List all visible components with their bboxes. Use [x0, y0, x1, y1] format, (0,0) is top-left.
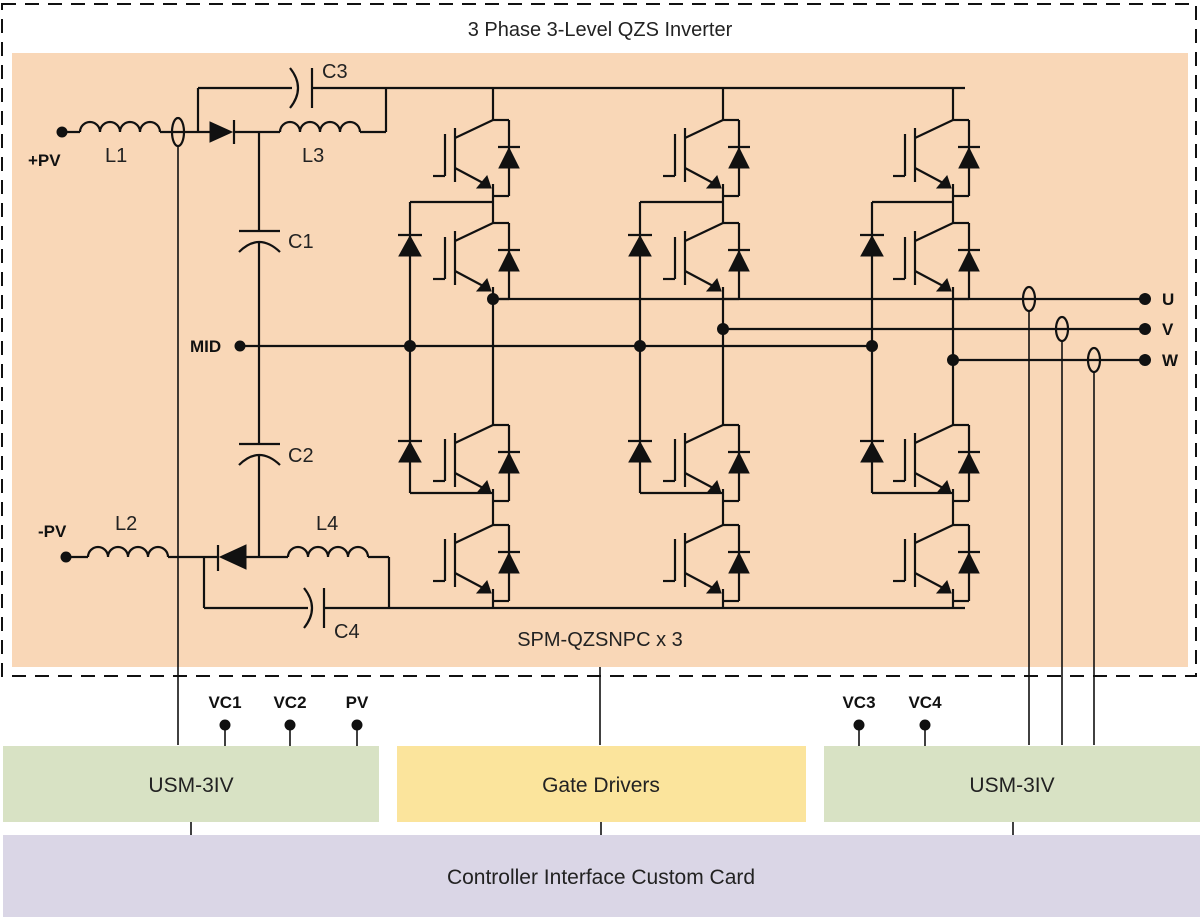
igbt-switch	[893, 203, 980, 303]
igbt-switch	[433, 100, 520, 200]
c4-label: C4	[334, 621, 360, 643]
sense-label-vc2: VC2	[273, 693, 306, 712]
c1-label: C1	[288, 231, 314, 253]
igbt-switch	[893, 405, 980, 505]
diode-icon	[728, 249, 750, 272]
diode-icon	[498, 451, 520, 474]
emitter-arrow-icon	[475, 579, 492, 594]
clamp-diode-icon	[398, 440, 422, 463]
usm-left-block[interactable]	[3, 746, 379, 822]
mid-junction	[634, 340, 646, 352]
diode-icon	[958, 249, 980, 272]
l3-label: L3	[302, 145, 324, 167]
outputs: UVW	[493, 285, 1179, 745]
diode-d1	[209, 121, 234, 143]
emitter-arrow-icon	[705, 277, 722, 292]
sense-label-vc3: VC3	[842, 693, 875, 712]
igbt-switch	[433, 405, 520, 505]
output-terminal-w	[1139, 354, 1151, 366]
gate-drivers-block[interactable]	[397, 746, 806, 822]
inductor-l1	[78, 120, 162, 133]
diode-icon	[498, 249, 520, 272]
output-terminal-v	[1139, 323, 1151, 335]
output-w: W	[953, 346, 1179, 745]
diode-icon	[958, 551, 980, 574]
output-label-u: U	[1162, 290, 1174, 309]
controller-label: Controller Interface Custom Card	[447, 866, 755, 889]
emitter-arrow-icon	[705, 579, 722, 594]
usm-left-label: USM-3IV	[148, 774, 233, 797]
phase-leg-3	[860, 88, 980, 608]
inductor-l3	[278, 120, 362, 133]
mid-label: MID	[190, 337, 221, 356]
sense-label-pv: PV	[346, 693, 369, 712]
c2-label: C2	[288, 445, 314, 467]
gate-drivers-label: Gate Drivers	[542, 774, 660, 797]
outer-dashed-boundary	[1, 3, 1197, 677]
igbt-switch	[433, 505, 520, 605]
output-terminal-u	[1139, 293, 1151, 305]
igbt-switch	[663, 405, 750, 505]
diode-icon	[498, 551, 520, 574]
clamp-diode-icon	[628, 234, 652, 257]
pos-pv-label: +PV	[28, 151, 61, 170]
emitter-arrow-icon	[475, 277, 492, 292]
output-u: U	[493, 285, 1174, 745]
module-label: SPM-QZSNPC x 3	[517, 629, 683, 651]
igbt-switch	[433, 203, 520, 303]
phase-leg-2	[628, 88, 750, 608]
emitter-arrow-icon	[935, 579, 952, 594]
qzs-top: +PV L1 C3 L3 C1 C2	[28, 61, 965, 745]
sense-label-vc4: VC4	[908, 693, 942, 712]
l1-label: L1	[105, 145, 127, 167]
mid-junction	[404, 340, 416, 352]
emitter-arrow-icon	[705, 174, 722, 189]
igbt-switch	[663, 505, 750, 605]
emitter-arrow-icon	[935, 277, 952, 292]
diode-icon	[958, 146, 980, 169]
clamp-diode-icon	[628, 440, 652, 463]
l2-label: L2	[115, 513, 137, 535]
inductor-l4	[286, 545, 370, 558]
inverter-legs	[398, 88, 980, 608]
clamp-diode-icon	[860, 440, 884, 463]
qzs-bottom: -PV L2 L4 C4	[38, 513, 965, 643]
diode-icon	[728, 551, 750, 574]
sense-label-vc1: VC1	[208, 693, 241, 712]
emitter-arrow-icon	[935, 174, 952, 189]
output-label-v: V	[1162, 320, 1174, 339]
diode-icon	[958, 451, 980, 474]
diode-icon	[498, 146, 520, 169]
capacitor-c4	[303, 587, 314, 629]
controller-block[interactable]	[3, 835, 1200, 917]
clamp-diode-icon	[860, 234, 884, 257]
igbt-switch	[663, 100, 750, 200]
l4-label: L4	[316, 513, 338, 535]
mid-junction	[866, 340, 878, 352]
c3-label: C3	[322, 61, 348, 83]
sense-points: VC1 VC2 PV VC3 VC4	[208, 693, 942, 746]
phase-leg-1	[398, 88, 520, 608]
igbt-switch	[893, 505, 980, 605]
diode-icon	[728, 451, 750, 474]
emitter-arrow-icon	[475, 174, 492, 189]
inverter-title: 3 Phase 3-Level QZS Inverter	[468, 19, 733, 41]
usm-right-label: USM-3IV	[969, 774, 1054, 797]
diode-icon	[728, 146, 750, 169]
clamp-diode-icon	[398, 234, 422, 257]
bottom-blocks: USM-3IV Gate Drivers USM-3IV Controller …	[3, 667, 1200, 917]
usm-right-block[interactable]	[824, 746, 1200, 822]
capacitor-c3	[289, 67, 300, 109]
neg-pv-label: -PV	[38, 522, 67, 541]
output-label-w: W	[1162, 351, 1179, 370]
igbt-switch	[663, 203, 750, 303]
output-v: V	[723, 315, 1174, 745]
igbt-switch	[893, 100, 980, 200]
inductor-l2	[86, 545, 170, 558]
